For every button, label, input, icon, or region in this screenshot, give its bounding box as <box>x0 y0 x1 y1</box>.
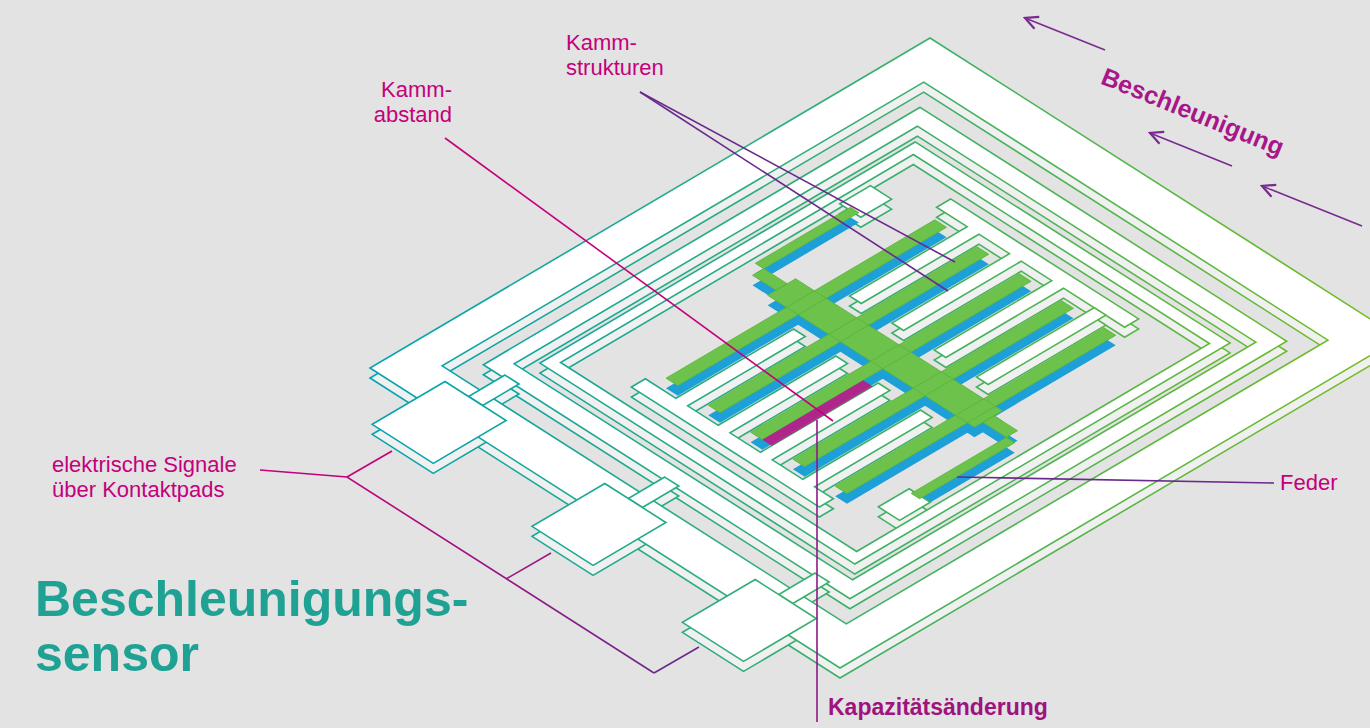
anchor <box>613 186 1157 521</box>
part-label: Feder <box>1280 470 1337 496</box>
bracket-tick <box>506 553 551 579</box>
part-label: Kapazitätsänderung <box>828 694 1048 721</box>
bracket-tick <box>654 647 699 673</box>
part-label: Kamm- strukturen <box>566 30 664 81</box>
leader-line <box>640 92 955 262</box>
chip-tops <box>325 38 1370 694</box>
leader-line <box>640 92 948 291</box>
bracket-tick <box>347 451 392 477</box>
leader-line <box>957 477 1274 483</box>
leader-line <box>445 138 833 421</box>
part-label: elektrische Signale über Kontaktpads <box>52 452 282 503</box>
direction-label: Beschleunigung <box>1097 62 1288 162</box>
diagram-title: Beschleunigungs- sensor <box>35 572 468 682</box>
trace <box>469 375 830 603</box>
acceleration-arrows <box>1025 18 1362 226</box>
chip-sides <box>325 48 1370 704</box>
frame-side <box>370 48 1370 678</box>
seismic-mass <box>615 187 1155 518</box>
leader-lines <box>260 92 1274 722</box>
arrow <box>1025 18 1105 50</box>
part-label: Kamm- abstand <box>374 77 452 128</box>
frame <box>370 38 1370 668</box>
arrow <box>1262 186 1362 226</box>
leader-line <box>816 420 818 722</box>
